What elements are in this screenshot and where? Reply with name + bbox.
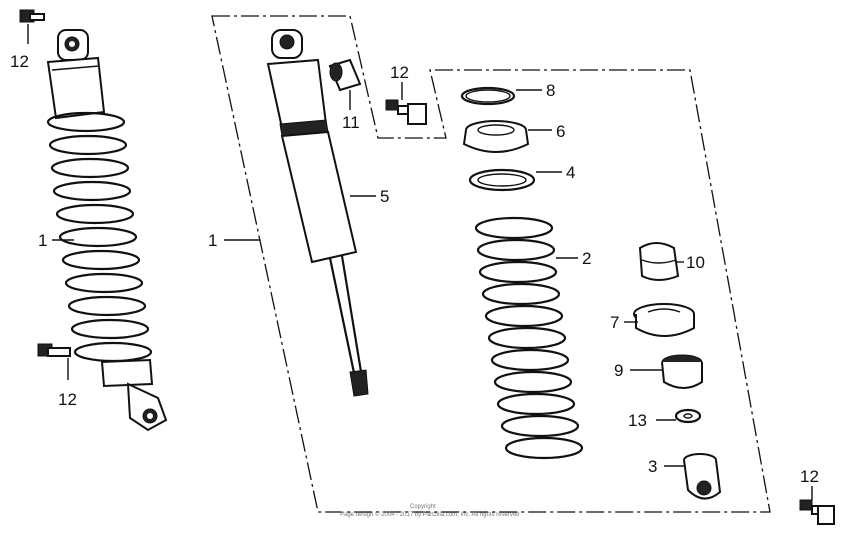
seat-part-6[interactable]: [462, 120, 530, 153]
bump-stop-part-10[interactable]: [638, 242, 680, 281]
callout-10: 10: [686, 253, 705, 272]
callout-12-mid-left: 12: [58, 390, 77, 409]
spring-coils-left: [46, 111, 153, 363]
callout-12-top-center: 12: [390, 63, 409, 82]
callout-4: 4: [566, 163, 575, 182]
callout-13: 13: [628, 411, 647, 430]
copyright-line-1: Copyright: [410, 504, 436, 510]
bolt-bottom-right[interactable]: [799, 499, 835, 525]
callout-12-bottom-right: 12: [800, 467, 819, 486]
callout-12-top-left: 12: [10, 52, 29, 71]
callout-1-center: 1: [208, 231, 217, 250]
washer-part-4[interactable]: [468, 168, 536, 192]
callout-3: 3: [648, 457, 657, 476]
stopper-part-9[interactable]: [661, 354, 703, 389]
copyright-line-2: Page design © 2004 - 2017 by Partzilla.c…: [340, 511, 520, 518]
ring-part-8[interactable]: [460, 86, 516, 106]
damper-part-5[interactable]: [266, 29, 369, 397]
callout-11: 11: [342, 113, 360, 132]
bushing-part-11[interactable]: [328, 58, 362, 92]
callout-6: 6: [556, 122, 565, 141]
callout-2: 2: [582, 249, 591, 268]
bolt-top-left[interactable]: [19, 9, 45, 23]
bolt-top-center[interactable]: [385, 99, 427, 125]
bolt-mid-left[interactable]: [37, 343, 71, 357]
washer-part-13[interactable]: [674, 408, 702, 424]
callout-1-left: 1: [38, 231, 47, 250]
seat-part-7[interactable]: [633, 303, 695, 337]
callout-9: 9: [614, 361, 623, 380]
spring-part-2[interactable]: [474, 216, 584, 460]
callout-5: 5: [380, 187, 389, 206]
shock-assembly-left[interactable]: [46, 29, 168, 432]
callout-8: 8: [546, 81, 555, 100]
assembly-boundary: [211, 15, 771, 513]
lower-eye-part-3[interactable]: [683, 453, 722, 500]
callout-7: 7: [610, 313, 619, 332]
